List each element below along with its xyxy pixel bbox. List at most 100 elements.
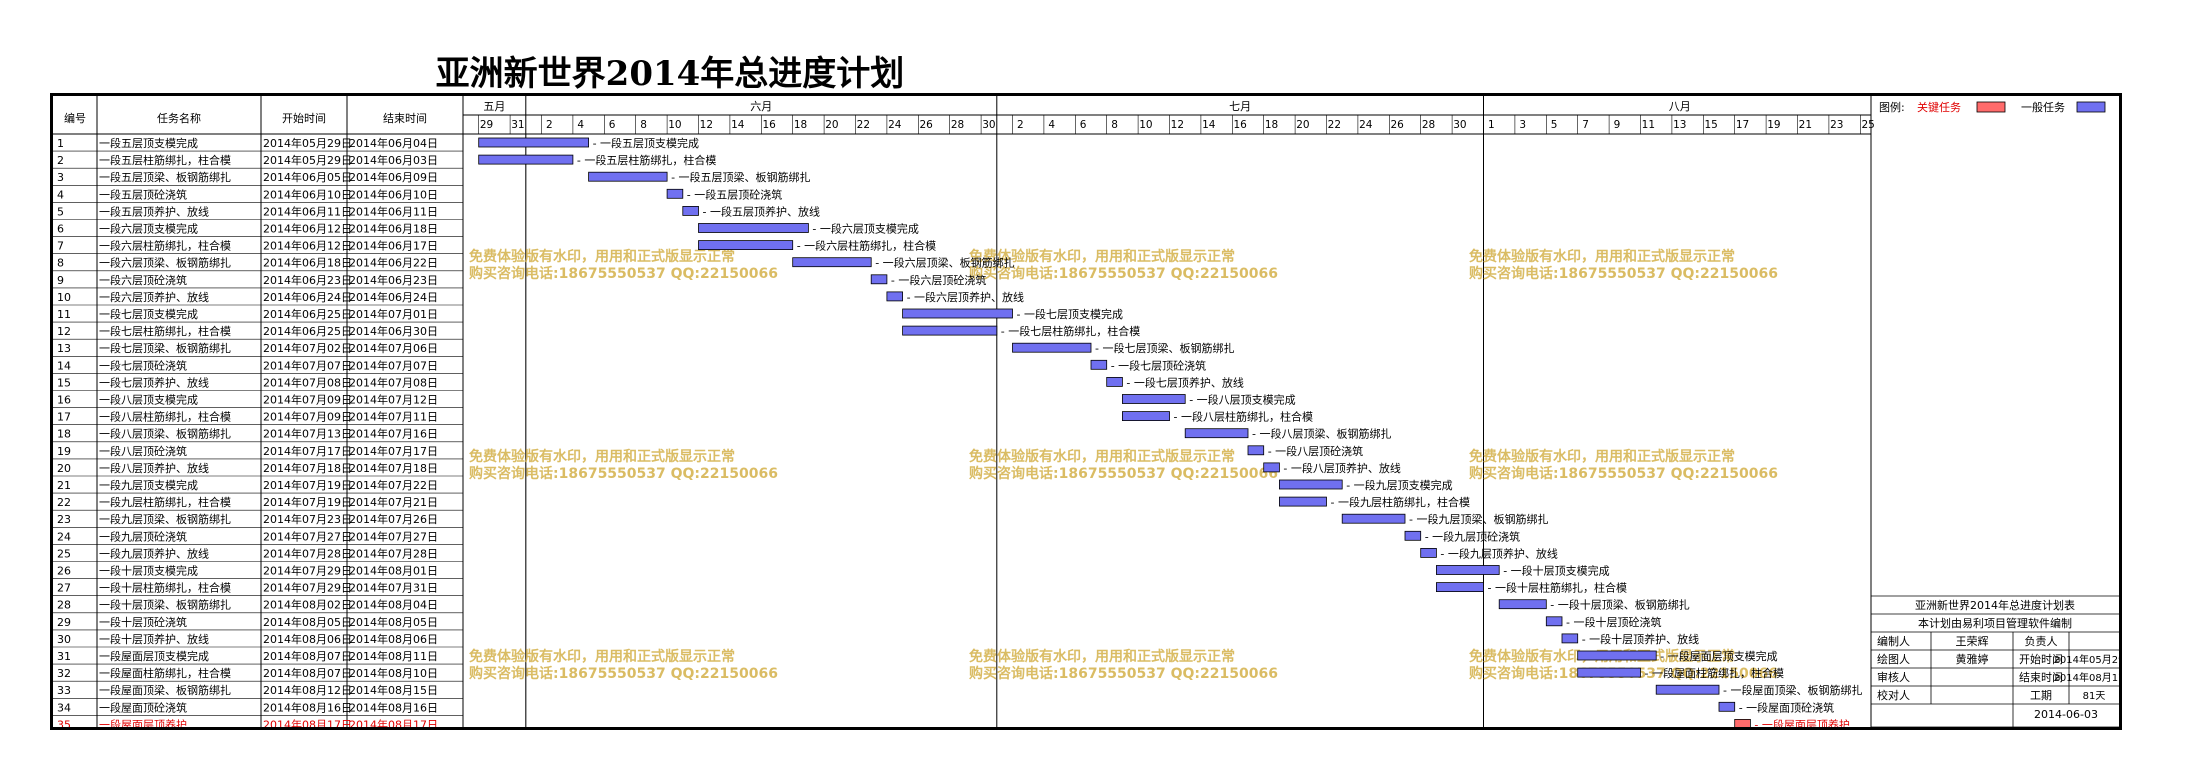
task-id: 14	[57, 359, 71, 372]
task-bar-label: - 一段六层顶支模完成	[812, 222, 918, 236]
info-label: 结束时间	[2019, 671, 2063, 684]
day-label: 26	[919, 119, 933, 131]
task-id: 27	[57, 582, 71, 595]
task-name: 一段屋面柱筋绑扎，柱合模	[99, 666, 231, 680]
task-name: 一段十层顶砼浇筑	[99, 615, 187, 629]
month-label: 七月	[1229, 100, 1251, 113]
task-id: 17	[57, 411, 71, 424]
watermark-text: 购买咨询电话:18675550537 QQ:22150066	[469, 665, 778, 682]
info-value: 2014年08月17日	[2054, 671, 2119, 684]
task-id: 30	[57, 633, 71, 646]
task-bar-label: - 一段七层顶砼浇筑	[1111, 358, 1206, 372]
day-label: 14	[1202, 119, 1216, 131]
task-bar-label: - 一段六层柱筋绑扎，柱合模	[797, 239, 936, 253]
info-plan-title: 亚洲新世界2014年总进度计划表	[1915, 598, 2075, 612]
day-label: 19	[1767, 119, 1780, 131]
task-bar	[1263, 462, 1280, 473]
day-label: 22	[857, 119, 870, 131]
task-bar-label: - 一段六层顶梁、板钢筋绑扎	[875, 256, 1014, 270]
task-bar	[886, 291, 904, 302]
day-label: 7	[1582, 119, 1589, 131]
watermark-text: 购买咨询电话:18675550537 QQ:22150066	[969, 465, 1278, 482]
task-bar	[588, 171, 668, 182]
header-start-time: 开始时间	[282, 111, 326, 125]
header-id: 编号	[64, 111, 86, 125]
task-end: 2014年07月27日	[349, 529, 438, 543]
day-label: 10	[668, 119, 681, 131]
task-bar	[478, 154, 574, 165]
task-bar-label: - 一段八层柱筋绑扎，柱合模	[1174, 410, 1313, 424]
task-name: 一段八层顶支模完成	[99, 393, 198, 407]
watermark-text: 免费体验版有水印，用用和正式版显示正常	[969, 448, 1235, 465]
watermark-text: 免费体验版有水印，用用和正式版显示正常	[969, 248, 1235, 265]
task-start: 2014年07月23日	[263, 512, 352, 526]
task-end: 2014年08月06日	[349, 632, 438, 646]
task-start: 2014年07月29日	[263, 581, 352, 595]
task-name: 一段十层顶支模完成	[99, 564, 198, 578]
task-name: 一段五层顶支模完成	[99, 136, 198, 150]
task-start: 2014年07月07日	[263, 358, 352, 372]
task-id: 5	[57, 205, 64, 218]
task-start: 2014年06月10日	[263, 187, 352, 201]
task-bar-label: - 一段十层顶砼浇筑	[1566, 615, 1661, 629]
task-start: 2014年08月06日	[263, 632, 352, 646]
task-bar	[698, 223, 809, 233]
task-bar	[1090, 359, 1108, 370]
task-name: 一段八层顶养护、放线	[99, 461, 209, 475]
info-label: 编制人	[1877, 634, 1910, 648]
task-end: 2014年08月16日	[349, 700, 438, 714]
day-label: 14	[731, 119, 745, 131]
task-bar-label: - 一段八层顶养护、放线	[1283, 461, 1400, 475]
task-id: 35	[57, 718, 71, 727]
day-label: 1	[1488, 119, 1495, 131]
task-id: 19	[57, 445, 71, 458]
task-bar-label: - 一段九层柱筋绑扎，柱合模	[1331, 495, 1470, 509]
info-value: 王荣辉	[1956, 635, 1989, 648]
task-bar-label: - 一段五层顶梁、板钢筋绑扎	[671, 170, 810, 184]
task-id: 13	[57, 342, 71, 355]
task-id: 29	[57, 616, 71, 629]
task-start: 2014年07月19日	[263, 495, 352, 509]
task-id: 33	[57, 684, 71, 697]
day-label: 24	[888, 119, 902, 131]
task-bar	[1122, 394, 1186, 404]
day-label: 25	[1861, 119, 1874, 131]
day-label: 20	[825, 119, 838, 131]
day-label: 5	[1551, 119, 1558, 131]
task-end: 2014年07月26日	[349, 512, 438, 526]
task-start: 2014年07月29日	[263, 564, 352, 578]
month-label: 六月	[750, 100, 772, 113]
day-label: 11	[1642, 119, 1655, 131]
task-bar-label: - 一段七层顶养护、放线	[1126, 375, 1243, 389]
task-end: 2014年07月01日	[349, 307, 438, 321]
task-bar	[902, 308, 1013, 319]
task-start: 2014年05月29日	[263, 153, 352, 167]
task-name: 一段五层顶砼浇筑	[99, 187, 187, 201]
task-bar-label: - 一段六层顶养护、放线	[907, 290, 1024, 304]
task-start: 2014年08月16日	[263, 700, 352, 714]
info-software-note: 本计划由易利项目管理软件编制	[1918, 616, 2072, 630]
task-start: 2014年08月02日	[263, 598, 352, 612]
task-bar	[698, 240, 794, 251]
task-start: 2014年06月25日	[263, 307, 352, 321]
task-id: 2	[57, 154, 64, 167]
task-name: 一段六层顶支模完成	[99, 222, 198, 236]
task-start: 2014年08月07日	[263, 649, 352, 663]
watermark-text: 免费体验版有水印，用用和正式版显示正常	[469, 448, 735, 465]
task-name: 一段九层顶支模完成	[99, 478, 198, 492]
task-bar	[1106, 376, 1123, 387]
day-label: 17	[1736, 119, 1749, 131]
month-label: 五月	[483, 100, 505, 113]
task-end: 2014年06月03日	[349, 153, 438, 167]
day-label: 18	[1265, 119, 1278, 131]
task-name: 一段八层顶砼浇筑	[99, 444, 187, 458]
task-name: 一段九层顶养护、放线	[99, 546, 209, 560]
day-label: 4	[577, 119, 584, 131]
day-label: 15	[1704, 119, 1717, 131]
day-label: 31	[511, 119, 524, 131]
task-bar-label: - 一段九层顶支模完成	[1346, 478, 1452, 492]
task-bar	[1122, 411, 1170, 422]
info-date: 2014-06-03	[2034, 708, 2098, 721]
task-name: 一段六层顶养护、放线	[99, 290, 209, 304]
